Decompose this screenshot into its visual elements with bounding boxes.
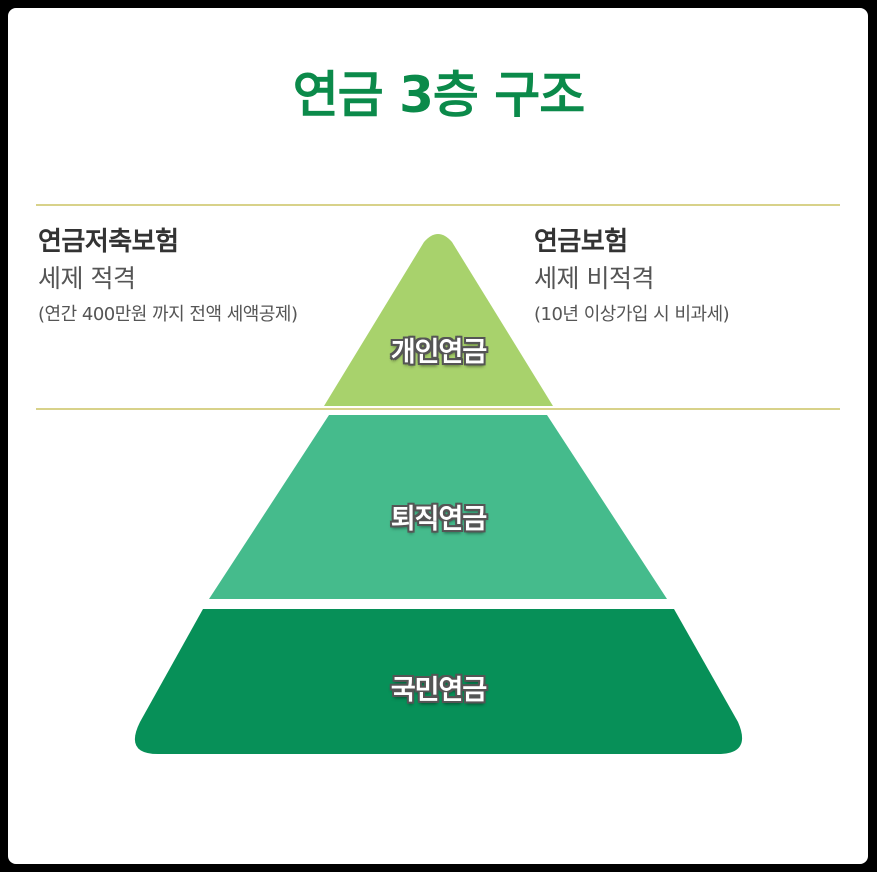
right-panel-heading: 연금보험 (534, 227, 628, 257)
tier-national-shape (134, 609, 743, 754)
tier-retirement-shape (209, 415, 667, 599)
middle-divider (36, 408, 840, 410)
tier-national-label: 국민연금 (390, 675, 487, 706)
top-divider (36, 204, 840, 206)
right-panel-note: (10년 이상가입 시 비과세) (534, 304, 730, 325)
page-title: 연금 3층 구조 (292, 66, 586, 124)
left-panel: 연금저축보험 세제 적격 (연간 400만원 까지 전액 세액공제) (38, 224, 298, 332)
right-panel-subtitle: 세제 비적격 (534, 264, 654, 293)
left-panel-note: (연간 400만원 까지 전액 세액공제) (38, 304, 298, 325)
tier-personal-shape (324, 234, 553, 406)
left-panel-heading: 연금저축보험 (38, 227, 179, 257)
tier-retirement-label: 퇴직연금 (390, 504, 487, 535)
right-panel: 연금보험 세제 비적격 (10년 이상가입 시 비과세) (534, 224, 730, 332)
left-panel-subtitle: 세제 적격 (38, 264, 136, 293)
tier-personal-label: 개인연금 (390, 337, 487, 368)
